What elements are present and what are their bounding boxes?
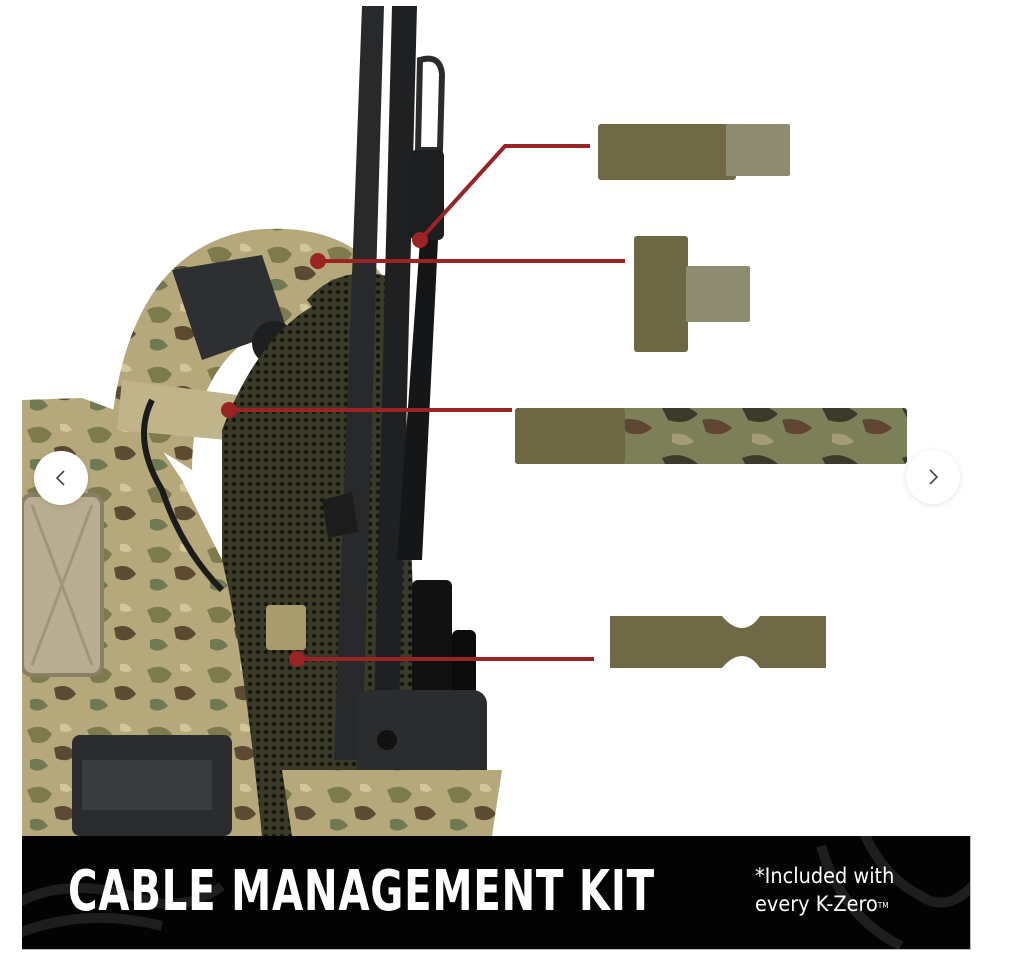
short-velcro-strap (598, 124, 790, 180)
chevron-left-icon (55, 470, 65, 486)
long-camo-strap (515, 408, 907, 464)
notched-velcro-strip (610, 616, 826, 668)
product-photo (22, 6, 907, 836)
banner-note: *Included with every K-ZeroTM (755, 862, 894, 918)
banner-title: CABLE MANAGEMENT KIT (68, 859, 655, 924)
carousel-prev-button[interactable] (34, 451, 88, 505)
carousel-slide: CABLE MANAGEMENT KIT *Included with ever… (22, 0, 971, 950)
banner-note-product: every K-Zero (755, 892, 878, 916)
banner-note-line-2: every K-ZeroTM (755, 890, 894, 918)
t-velcro-tab (634, 236, 750, 352)
leader-lines (229, 144, 625, 661)
trademark-symbol: TM (877, 901, 889, 910)
chevron-right-icon (929, 469, 939, 485)
banner-note-line-1: *Included with (755, 864, 895, 888)
product-banner: CABLE MANAGEMENT KIT *Included with ever… (22, 836, 971, 950)
carousel-next-button[interactable] (906, 450, 960, 504)
